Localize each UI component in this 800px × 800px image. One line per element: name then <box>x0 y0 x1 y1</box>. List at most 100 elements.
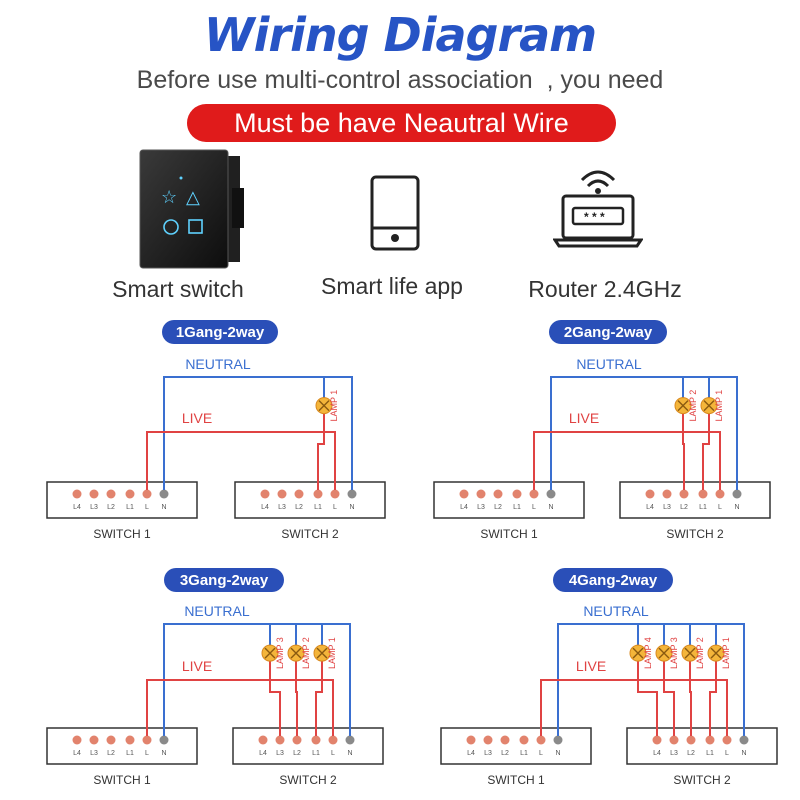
terminal-label: N <box>161 504 166 511</box>
neutral-wire <box>550 376 738 490</box>
live-wire <box>146 431 336 490</box>
lamp-label: LAMP 2 <box>688 390 698 422</box>
terminal-dot <box>328 735 338 745</box>
diagram-title-badge <box>549 320 667 344</box>
terminal-label: L1 <box>706 750 714 757</box>
lamp-switched-wire <box>663 661 675 736</box>
switch-2-label: SWITCH 2 <box>281 527 339 541</box>
phone-icon <box>370 175 420 256</box>
terminal-dot <box>645 489 655 499</box>
terminal-dot <box>519 735 529 745</box>
terminal-label: L1 <box>312 750 320 757</box>
terminal-dot <box>106 489 116 499</box>
live-label: LIVE <box>576 658 606 674</box>
live-wire <box>533 431 721 490</box>
terminal-label: L2 <box>680 504 688 511</box>
terminal-dot <box>330 489 340 499</box>
switch-2-box <box>619 481 771 519</box>
terminal-dot <box>277 489 287 499</box>
terminal-label: L4 <box>646 504 654 511</box>
terminal-dot <box>512 489 522 499</box>
lamp-switched-wire <box>637 661 658 736</box>
terminal-dot <box>705 735 715 745</box>
terminal-dot <box>275 735 285 745</box>
lamp-label: LAMP 1 <box>327 637 337 669</box>
terminal-label: L3 <box>90 504 98 511</box>
lamp-cross <box>677 400 689 412</box>
live-label: LIVE <box>182 658 212 674</box>
switch-1-box <box>433 481 585 519</box>
router-laptop-icon: * * * <box>552 160 644 255</box>
terminal-label: L4 <box>653 750 661 757</box>
terminal-label: L2 <box>687 750 695 757</box>
lamp-label: LAMP 2 <box>695 637 705 669</box>
lamp-switched-wire <box>317 413 325 490</box>
diagram-title: 3Gang-2way <box>180 572 269 589</box>
terminal-label: N <box>555 750 560 757</box>
terminal-label: L1 <box>520 750 528 757</box>
terminal-label: L1 <box>699 504 707 511</box>
switch-1-label: SWITCH 1 <box>487 773 545 787</box>
diagram-title-badge <box>164 568 284 592</box>
terminal-label: L3 <box>276 750 284 757</box>
terminal-dot <box>722 735 732 745</box>
terminal-dot <box>142 735 152 745</box>
terminal-dot <box>686 735 696 745</box>
lamp-switched-wire <box>269 661 281 736</box>
terminal-label: L1 <box>126 750 134 757</box>
svg-text:△: △ <box>186 187 200 207</box>
lamp-label: LAMP 3 <box>669 637 679 669</box>
terminal-label: L2 <box>501 750 509 757</box>
diagram-title: 1Gang-2way <box>176 324 265 341</box>
terminal-dot <box>652 735 662 745</box>
terminal-label: L <box>333 504 337 511</box>
terminal-dot <box>72 735 82 745</box>
lamp-cross <box>658 647 670 659</box>
terminal-label: L4 <box>460 504 468 511</box>
lamp-switched-wire <box>689 661 692 736</box>
terminal-dot <box>662 489 672 499</box>
live-label: LIVE <box>569 410 599 426</box>
terminal-dot <box>536 735 546 745</box>
terminal-dot <box>125 735 135 745</box>
terminal-dot <box>89 489 99 499</box>
terminal-label: L <box>532 504 536 511</box>
terminal-label: L4 <box>467 750 475 757</box>
terminal-label: L <box>725 750 729 757</box>
neutral-label: NEUTRAL <box>576 356 642 372</box>
terminal-dot <box>483 735 493 745</box>
terminal-label: L3 <box>477 504 485 511</box>
switch-2-label: SWITCH 2 <box>673 773 731 787</box>
terminal-label: N <box>161 750 166 757</box>
switch-2-box <box>626 727 778 765</box>
lamp-cross <box>318 400 330 412</box>
lamp-cross <box>684 647 696 659</box>
terminal-dot <box>159 735 169 745</box>
terminal-dot <box>459 489 469 499</box>
terminal-label: L2 <box>293 750 301 757</box>
terminal-dot <box>313 489 323 499</box>
terminal-label: N <box>734 504 739 511</box>
terminal-label: L3 <box>484 750 492 757</box>
terminal-dot <box>669 735 679 745</box>
device-caption-switch: Smart switch <box>112 276 244 302</box>
lamp-switched-wire <box>295 661 298 736</box>
terminal-label: L3 <box>90 750 98 757</box>
terminal-dot <box>292 735 302 745</box>
terminal-label: L <box>718 504 722 511</box>
terminal-label: L <box>145 750 149 757</box>
switch-1-label: SWITCH 1 <box>93 773 151 787</box>
terminal-dot <box>466 735 476 745</box>
terminal-label: N <box>548 504 553 511</box>
terminal-dot <box>106 735 116 745</box>
neutral-label: NEUTRAL <box>185 356 251 372</box>
svg-text:* * *: * * * <box>584 210 605 224</box>
lamp-label: LAMP 1 <box>329 390 339 422</box>
terminal-dot <box>493 489 503 499</box>
lamp-cross <box>632 647 644 659</box>
svg-text:☆: ☆ <box>161 187 177 207</box>
lamp-label: LAMP 4 <box>643 637 653 669</box>
switch-1-box <box>440 727 592 765</box>
switch-2-box <box>234 481 386 519</box>
